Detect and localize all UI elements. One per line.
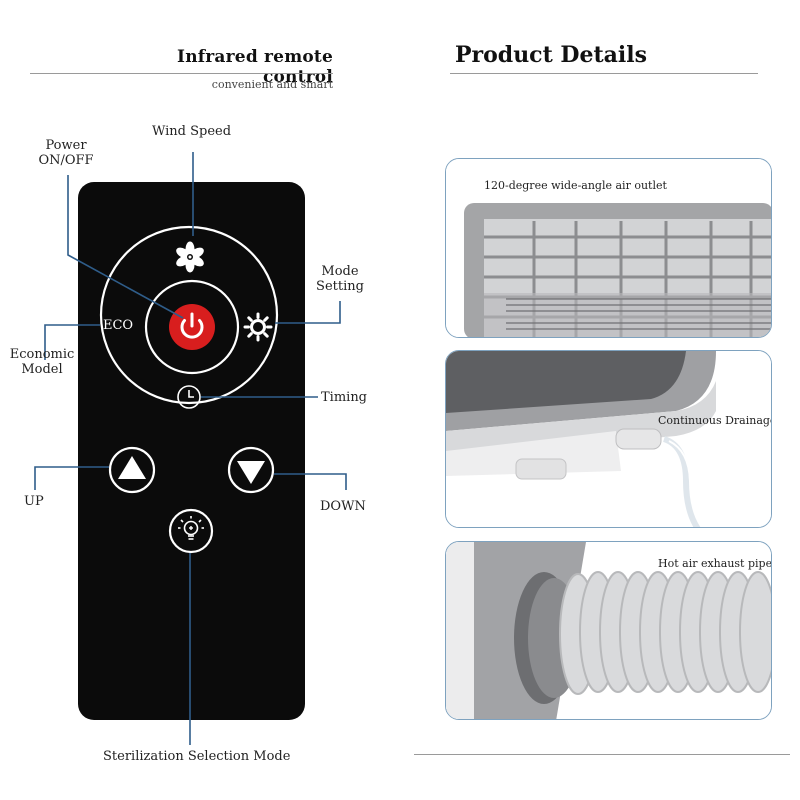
details-section-title: Product Details — [455, 42, 647, 68]
up-button[interactable] — [108, 446, 156, 494]
detail-panel-drainage: Continuous Drainage — [445, 350, 772, 528]
up-arrow-icon — [118, 456, 146, 479]
power-label-line1: Power — [45, 138, 87, 153]
down-arrow-icon — [237, 461, 265, 484]
wind-speed-label: Wind Speed — [152, 124, 232, 139]
sun-icon — [243, 312, 273, 342]
down-label: DOWN — [320, 499, 366, 514]
timing-button[interactable] — [177, 385, 201, 409]
eco-button[interactable]: ECO — [103, 318, 134, 333]
detail-panel-exhaust: Hot air exhaust pipe — [445, 541, 772, 720]
wind-speed-button[interactable] — [174, 241, 205, 273]
power-label-line2: ON/OFF — [38, 153, 94, 168]
exhaust-caption: Hot air exhaust pipe — [658, 557, 772, 570]
up-label: UP — [24, 494, 44, 509]
right-divider — [450, 73, 758, 74]
power-button[interactable] — [169, 304, 215, 350]
bulb-icon — [178, 516, 204, 540]
drainage-image — [446, 351, 771, 527]
economic-label-line1: Economic — [9, 347, 75, 362]
economic-label-line2: Model — [21, 362, 63, 377]
mode-label-line2: Setting — [316, 279, 364, 294]
drainage-caption: Continuous Drainage — [658, 414, 772, 427]
bottom-divider — [414, 754, 790, 755]
mode-label: Mode Setting — [315, 264, 365, 294]
timing-label: Timing — [321, 390, 368, 405]
air-outlet-caption: 120-degree wide-angle air outlet — [484, 179, 667, 192]
mode-ring — [99, 225, 279, 405]
sterilization-label: Sterilization Selection Mode — [103, 749, 291, 764]
air-outlet-image — [446, 159, 771, 337]
remote-section-title: Infrared remote control — [177, 47, 333, 87]
fan-icon — [176, 241, 204, 273]
economic-label: Economic Model — [6, 347, 78, 377]
mode-label-line1: Mode — [321, 264, 359, 279]
exhaust-image — [446, 542, 771, 719]
sterilization-button[interactable] — [168, 508, 214, 554]
left-divider — [30, 73, 333, 74]
mode-button[interactable] — [243, 312, 273, 342]
remote-section-subtitle: convenient and smart — [211, 78, 333, 91]
down-button[interactable] — [227, 446, 275, 494]
power-ring — [144, 279, 240, 375]
callout-lines — [34, 152, 347, 745]
clock-icon — [177, 385, 201, 409]
detail-panel-air-outlet: 120-degree wide-angle air outlet — [445, 158, 772, 338]
power-label: Power ON/OFF — [36, 138, 96, 168]
